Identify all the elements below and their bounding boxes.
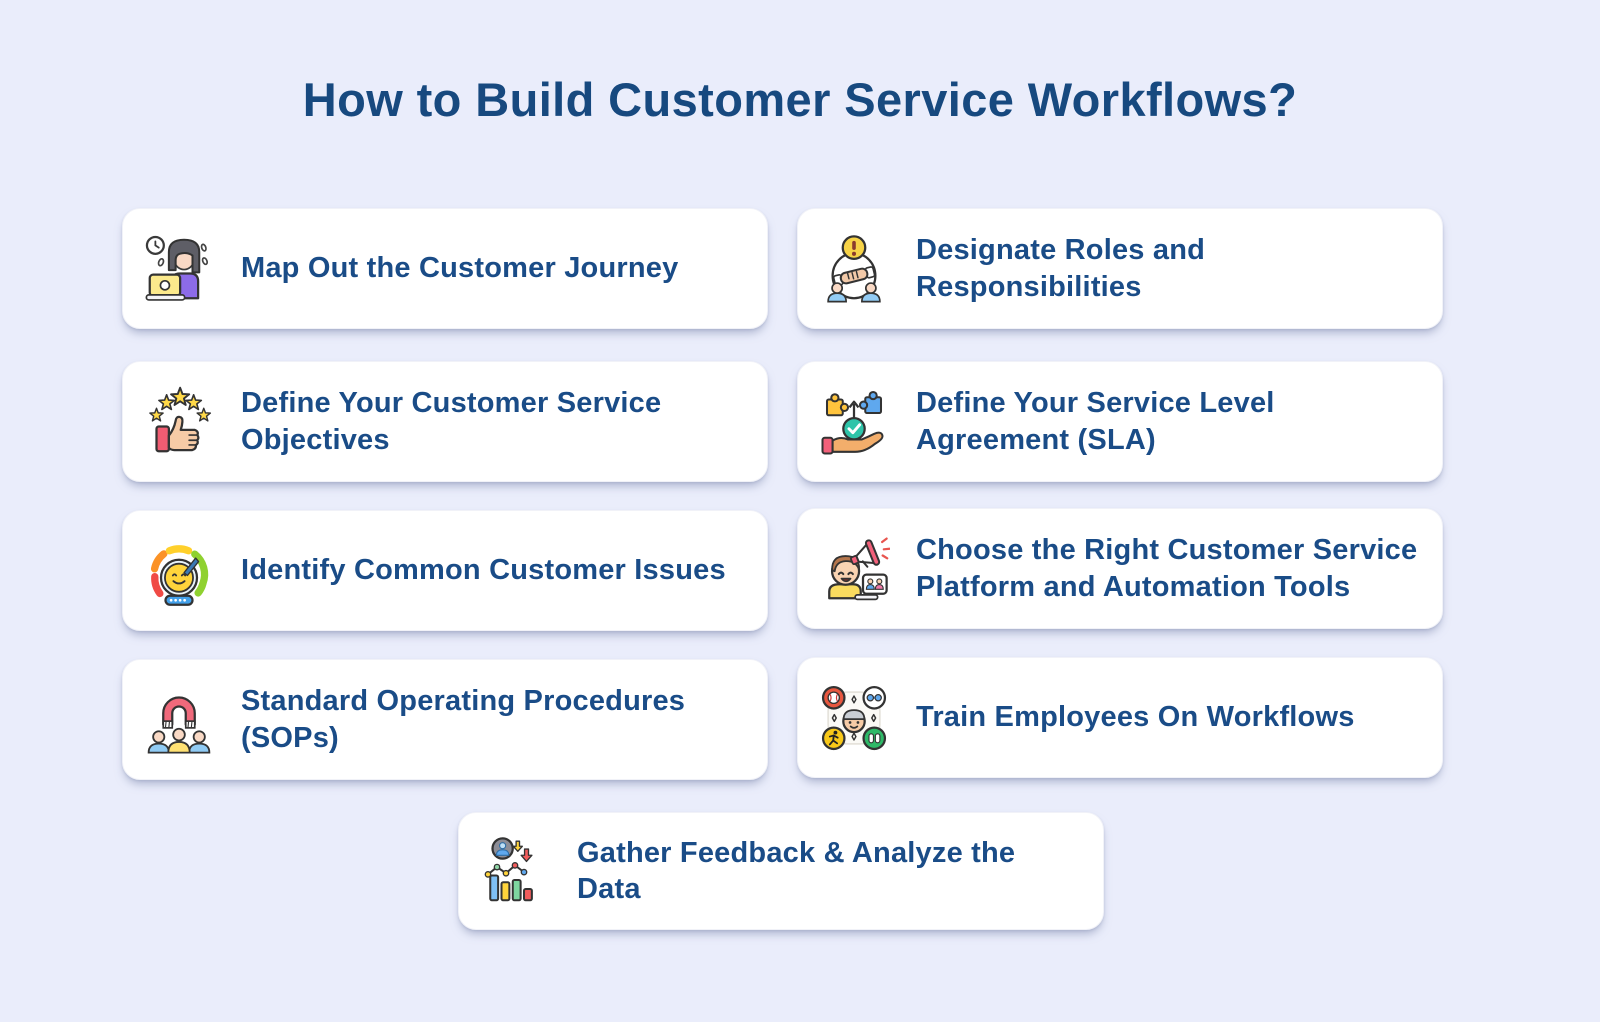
- card-title: Train Employees On Workflows: [916, 701, 1355, 734]
- feedback-analytics-icon: [479, 835, 551, 907]
- card-title: Identify Common Customer Issues: [241, 554, 726, 587]
- page-title: How to Build Customer Service Workflows?: [302, 73, 1298, 126]
- training-activities-icon: [818, 682, 890, 754]
- handshake-roles-icon: [818, 233, 890, 305]
- card-title: Designate Roles and Responsibilities: [916, 234, 1206, 303]
- card-choose-platform: Choose the Right Customer Service Platfo…: [797, 508, 1443, 629]
- thumbs-up-stars-icon: [143, 386, 215, 458]
- hand-puzzle-check-icon: [818, 386, 890, 458]
- card-sops: Standard Operating Procedures (SOPs): [122, 659, 768, 780]
- card-define-sla: Define Your Service Level Agreement (SLA…: [797, 361, 1443, 482]
- card-gather-feedback: Gather Feedback & Analyze the Data: [458, 812, 1104, 930]
- card-title: Gather Feedback & Analyze the Data: [577, 836, 1016, 906]
- card-title: Map Out the Customer Journey: [241, 252, 679, 285]
- magnet-people-icon: [143, 684, 215, 756]
- card-title: Choose the Right Customer Service Platfo…: [916, 534, 1418, 603]
- card-define-objectives: Define Your Customer Service Objectives: [122, 361, 768, 482]
- card-map-customer-journey: Map Out the Customer Journey: [122, 208, 768, 329]
- gauge-smiley-icon: [143, 535, 215, 607]
- woman-at-laptop-icon: [143, 233, 215, 305]
- card-designate-roles: Designate Roles and Responsibilities: [797, 208, 1443, 329]
- card-title: Define Your Customer Service Objectives: [241, 387, 662, 456]
- megaphone-support-agent-icon: [818, 533, 890, 605]
- card-title: Standard Operating Procedures (SOPs): [241, 685, 686, 754]
- card-identify-issues: Identify Common Customer Issues: [122, 510, 768, 631]
- card-title: Define Your Service Level Agreement (SLA…: [916, 387, 1275, 456]
- card-train-employees: Train Employees On Workflows: [797, 657, 1443, 778]
